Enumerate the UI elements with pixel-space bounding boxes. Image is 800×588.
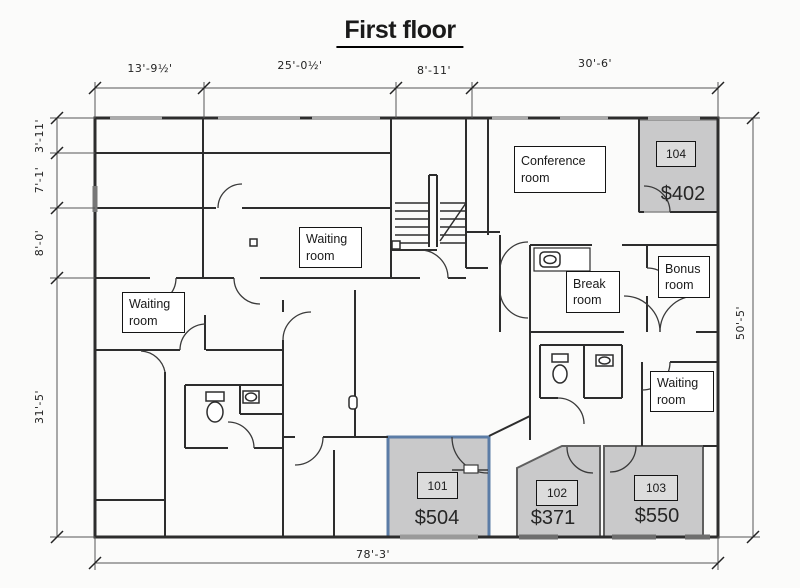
room-label-conference: Conference room <box>514 146 606 193</box>
unit-number-103: 103 <box>634 475 678 501</box>
dim-left-4: 31'-5' <box>33 390 46 425</box>
wall-shading <box>92 116 710 540</box>
unit-price-104: $402 <box>660 183 706 205</box>
dim-right-1: 50'-5' <box>734 306 747 341</box>
door-arcs <box>140 183 697 474</box>
dim-top-3: 8'-11' <box>416 64 451 77</box>
room-label-waiting-right: Waiting room <box>650 371 714 412</box>
room-label-bonus: Bonus room <box>658 256 710 298</box>
dimension-ticks <box>50 81 760 570</box>
dim-top-4: 30'-6' <box>577 57 612 70</box>
unit-number-104: 104 <box>656 141 696 167</box>
page-title: First floor <box>336 16 464 48</box>
interior-walls <box>95 118 718 537</box>
wall-fixtures <box>249 238 401 410</box>
unit-number-102: 102 <box>536 480 578 506</box>
staircase <box>395 174 467 247</box>
break-room-sink-icon <box>533 247 591 272</box>
sink-icon <box>242 390 260 404</box>
unit-price-102: $371 <box>530 507 576 529</box>
dim-top-2: 25'-0½' <box>277 59 323 72</box>
dim-bottom-1: 78'-3' <box>355 548 390 561</box>
toilet-icon-2 <box>551 353 569 384</box>
toilet-icon <box>205 391 225 423</box>
door-leaf-101 <box>452 464 488 474</box>
unit-number-101: 101 <box>417 472 458 499</box>
room-label-break: Break room <box>566 271 620 313</box>
dim-left-2: 7'-1' <box>33 166 46 194</box>
unit-101-area-highlighted <box>386 435 491 539</box>
dim-top-1: 13'-9½' <box>127 62 173 75</box>
sink-icon-2 <box>595 354 614 367</box>
dim-left-3: 8'-0' <box>33 229 46 257</box>
unit-price-101: $504 <box>414 507 460 529</box>
room-label-waiting-top: Waiting room <box>299 227 362 268</box>
room-label-waiting-left: Waiting room <box>122 292 185 333</box>
unit-103-area <box>603 445 704 538</box>
unit-price-103: $550 <box>634 505 680 527</box>
